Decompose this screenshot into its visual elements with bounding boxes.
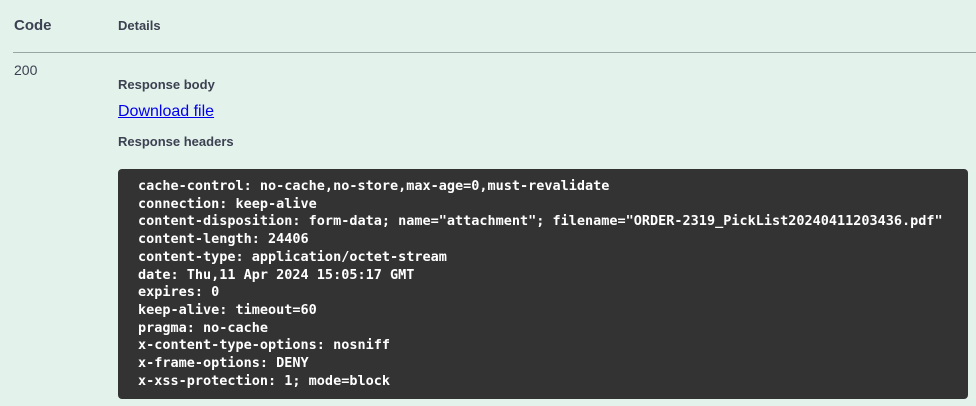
response-header-line: content-type: application/octet-stream [138, 248, 447, 265]
header-divider [13, 52, 976, 53]
response-row: 200 Response body Download file Response… [0, 53, 976, 406]
response-headers-label: Response headers [118, 134, 234, 149]
response-header-line: connection: keep-alive [138, 195, 317, 212]
response-header-line: x-xss-protection: 1; mode=block [138, 372, 390, 389]
code-column-header: Code [14, 17, 52, 34]
response-header-line: pragma: no-cache [138, 319, 269, 336]
response-header-line: x-frame-options: DENY [138, 355, 309, 372]
response-body-label: Response body [118, 77, 215, 92]
response-header-line: keep-alive: timeout=60 [138, 301, 317, 318]
details-column-header: Details [118, 18, 161, 33]
responses-table-header: Code Details [0, 0, 976, 52]
response-header-line: x-content-type-options: nosniff [138, 337, 390, 354]
response-header-line: cache-control: no-cache,no-store,max-age… [138, 178, 610, 194]
response-header-line: expires: 0 [138, 284, 220, 301]
status-code: 200 [14, 62, 38, 78]
response-header-line: content-length: 24406 [138, 231, 309, 248]
response-headers-code-block: cache-control: no-cache,no-store,max-age… [118, 169, 968, 400]
response-header-line: date: Thu,11 Apr 2024 15:05:17 GMT [138, 266, 415, 283]
response-header-line: content-disposition: form-data; name="at… [138, 213, 943, 230]
download-file-link[interactable]: Download file [118, 103, 215, 120]
